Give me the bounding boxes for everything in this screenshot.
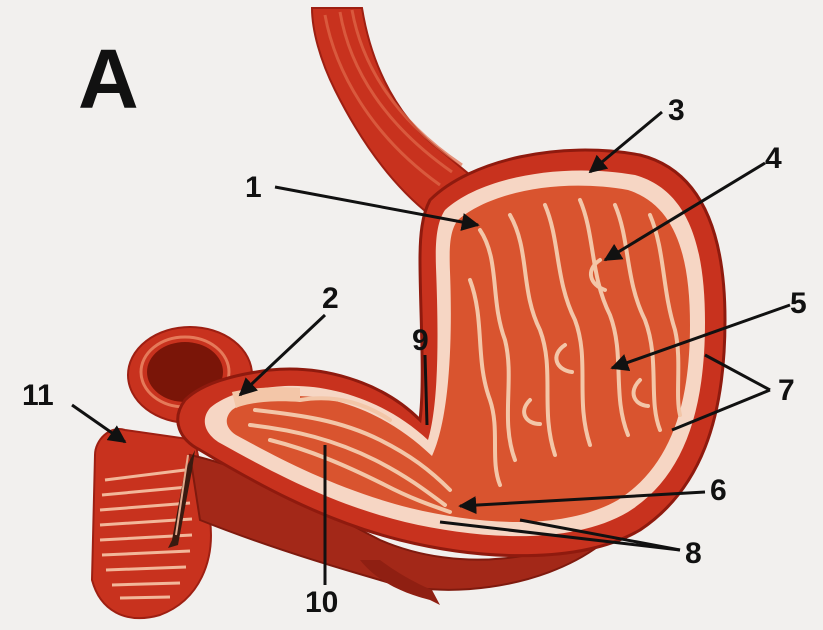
label-10: 10: [305, 586, 338, 619]
esophagus: [312, 8, 470, 215]
label-11: 11: [22, 379, 54, 412]
label-9: 9: [412, 324, 429, 357]
label-3: 3: [668, 94, 685, 127]
label-6: 6: [710, 474, 727, 507]
label-7: 7: [778, 374, 795, 407]
label-1: 1: [245, 171, 262, 204]
panel-letter: A: [78, 32, 139, 126]
leader-11: [72, 405, 125, 442]
leader-9: [425, 355, 427, 425]
label-4: 4: [765, 142, 782, 175]
label-2: 2: [322, 282, 339, 315]
label-5: 5: [790, 287, 807, 320]
label-8: 8: [685, 537, 702, 570]
